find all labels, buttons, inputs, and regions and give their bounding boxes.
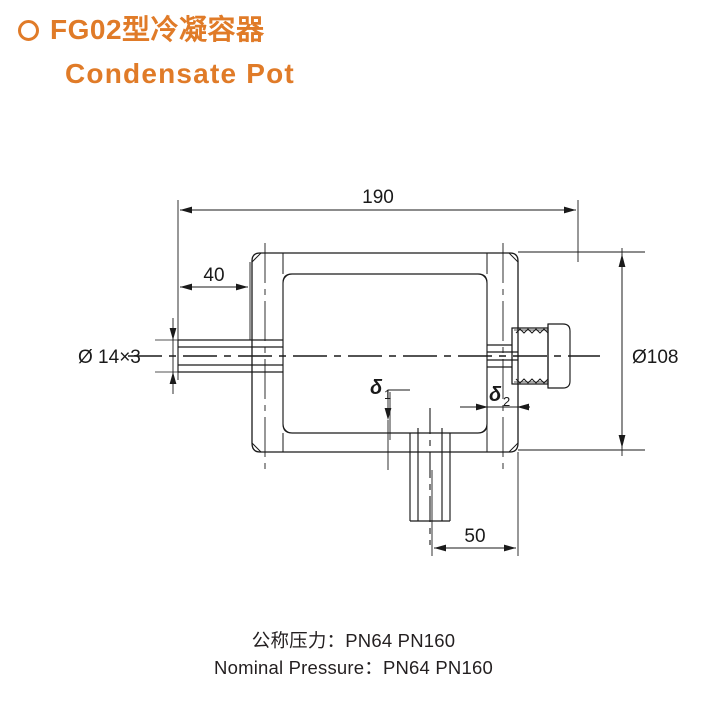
circle-outline-icon xyxy=(18,19,39,41)
right-threaded-fitting xyxy=(487,323,571,389)
left-inlet-pipe xyxy=(177,339,283,373)
footer-block: 公称压力：PN64 PN160 Nominal Pressure：PN64 PN… xyxy=(0,628,707,682)
thread-hatching xyxy=(514,328,549,384)
nominal-pressure-english: Nominal Pressure：PN64 PN160 xyxy=(214,656,493,678)
dimension-label-flange-offset: 40 xyxy=(203,265,224,286)
page-title-english: Condensate Pot xyxy=(65,58,295,90)
dimension-label-wall-thickness-1: δ 1 xyxy=(370,377,391,402)
dimension-flange-offset xyxy=(180,283,248,291)
title-chinese-row: FG02型冷凝容器 xyxy=(18,14,578,46)
title-block: FG02型冷凝容器 Condensate Pot xyxy=(18,14,578,90)
page-title-chinese: FG02型冷凝容器 xyxy=(50,14,265,45)
dimension-overall-height xyxy=(618,254,626,448)
dimension-label-inlet-pipe: Ø 14×3 xyxy=(78,347,141,368)
dimension-drain-offset xyxy=(434,544,516,552)
delta1-subscript: 1 xyxy=(384,387,391,402)
vessel-corner-chamfers xyxy=(251,252,519,453)
delta1-glyph: δ xyxy=(370,377,383,399)
dimension-overall-width xyxy=(180,206,576,214)
vessel-section-lines xyxy=(282,253,488,452)
vessel-outer-shell xyxy=(251,252,519,453)
delta2-subscript: 2 xyxy=(503,394,510,409)
bottom-drain-pipe xyxy=(409,428,451,522)
dimension-label-overall-height: Ø108 xyxy=(632,347,678,368)
dimension-label-drain-offset: 50 xyxy=(464,526,485,547)
dimension-label-overall-width: 190 xyxy=(362,187,394,208)
delta2-glyph: δ xyxy=(489,384,502,406)
dimension-label-wall-thickness-2: δ 2 xyxy=(489,384,510,409)
dimension-wall-thickness-1 xyxy=(384,389,410,470)
nominal-pressure-chinese: 公称压力：PN64 PN160 xyxy=(251,630,456,651)
inner-corner-arcs xyxy=(282,273,488,434)
